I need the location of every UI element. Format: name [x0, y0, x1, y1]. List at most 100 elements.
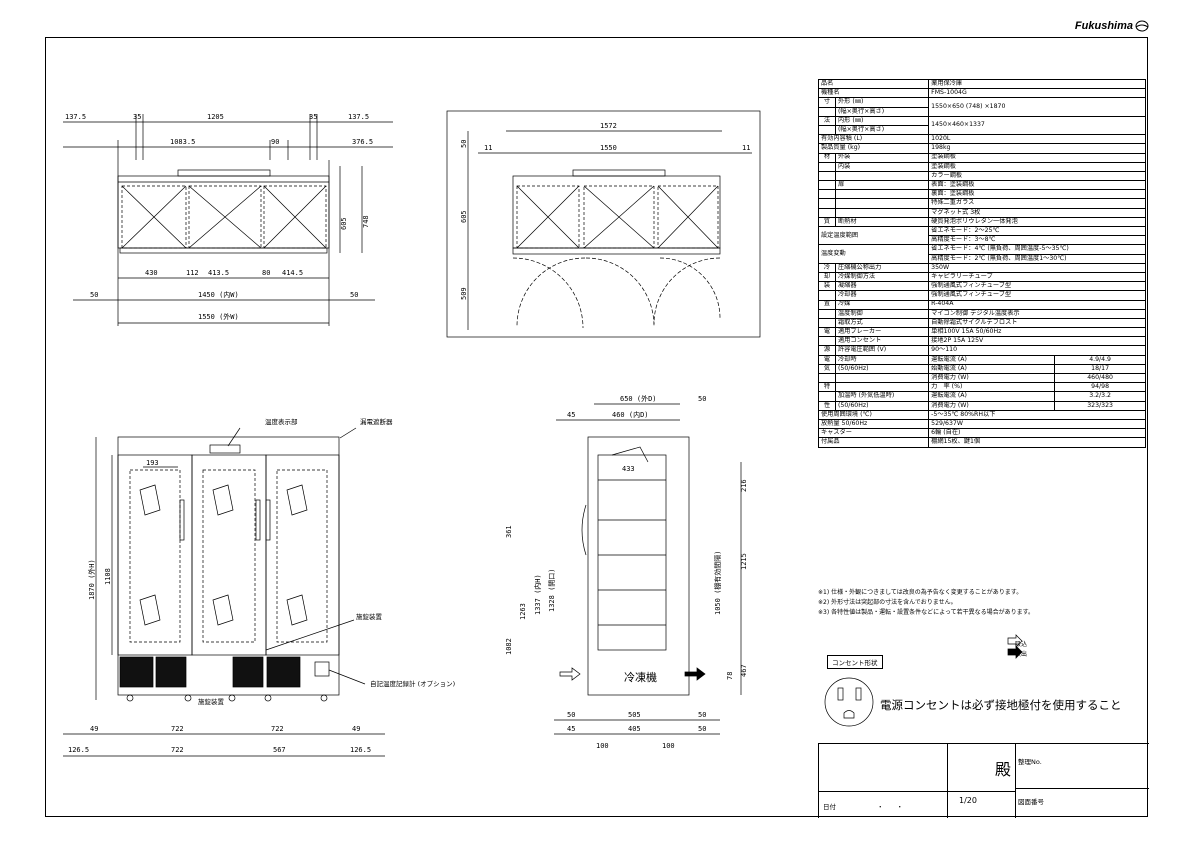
- dim-45-side: 45: [567, 411, 575, 419]
- dim-748: 748: [362, 215, 370, 228]
- dim-126-5-right: 126.5: [350, 746, 371, 754]
- spec-label: 力 率 (%): [928, 382, 1056, 393]
- spec-value: 裏面：塗装鋼板: [928, 189, 1146, 200]
- dim-430: 430: [145, 269, 158, 277]
- spec-label: 却: [818, 271, 836, 283]
- dim-1572: 1572: [600, 122, 617, 130]
- dim-722-1: 722: [171, 725, 184, 733]
- front-view: 温度表示部 漏電遮断器 施錠装置 施錠装置 自記温度記録計 (オプション) 19…: [63, 417, 455, 757]
- spec-value: 接地2P 15A 125V: [928, 336, 1146, 347]
- spec-value: 1450×460×1337: [928, 115, 1146, 136]
- dim-605: 605: [340, 217, 348, 230]
- side-view: 冷凍機 650 (外D) 50 45 460 (内D) 433 216 1215…: [505, 394, 748, 750]
- spec-value: 薬用保冷庫: [928, 78, 1146, 90]
- spec-label: 法: [818, 115, 836, 126]
- spec-value: 自動除霜式サイクルデフロスト: [928, 317, 1146, 329]
- dim-567: 567: [273, 746, 286, 754]
- spec-value: マイコン制御 デジタル温度表示: [928, 308, 1146, 319]
- label-temp-display: 温度表示部: [265, 417, 298, 426]
- customer-suffix: 殿: [995, 760, 1012, 779]
- spec-label: (幅×奥行×高さ): [834, 106, 930, 117]
- notes: ※1) 仕様・外観につきましては改良の為予告なく変更することがあります。 ※2)…: [818, 588, 1034, 618]
- dim-433: 433: [622, 465, 635, 473]
- dim-50-right: 50: [350, 291, 358, 299]
- dim-50-side: 50: [698, 395, 706, 403]
- spec-value: 単相100V 15A 50/60Hz: [928, 327, 1146, 338]
- flow-legend: 吸込 吹出: [1015, 640, 1027, 660]
- spec-label: 扉: [834, 180, 930, 191]
- spec-value: キャピラリーチューブ: [928, 271, 1146, 283]
- drawing-sheet: [45, 37, 1148, 817]
- spec-label: 外形 (㎜): [834, 97, 930, 108]
- spec-label: 加温時 (外気低温時): [834, 391, 930, 402]
- spec-label: 特: [818, 382, 836, 393]
- spec-value: 94/98: [1054, 382, 1146, 393]
- dim-505: 505: [628, 711, 641, 719]
- spec-label: 機種名: [817, 88, 930, 99]
- spec-label: 内装: [834, 161, 930, 172]
- flow-out-label: 吹出: [1015, 651, 1028, 658]
- spec-label: 品名: [817, 78, 930, 90]
- brand-logo: Fukushima: [1075, 20, 1149, 32]
- dim-722-2: 722: [271, 725, 284, 733]
- exhaust-arrow-icon: [1007, 645, 1023, 659]
- dim-1215: 1215: [740, 553, 748, 570]
- date-value: ・ ・: [877, 803, 903, 811]
- dim-35-right: 35: [309, 113, 317, 121]
- spec-value: 高精度モード：3〜8℃: [928, 235, 1146, 246]
- note-2: ※2) 外形寸法は突起部の寸法を含んでおりません。: [818, 599, 957, 606]
- dim-137-5-left: 137.5: [65, 113, 86, 121]
- flow-in-label: 吸込: [1015, 641, 1028, 648]
- brand-mark-icon: [1135, 20, 1149, 32]
- spec-label: 運転電流 (A): [928, 354, 1056, 365]
- socket-icon: [824, 677, 874, 727]
- spec-label: 寸: [818, 97, 836, 108]
- spec-label: 電: [818, 354, 836, 365]
- spec-label: 温度変動: [817, 244, 930, 264]
- spec-value: 3.2/3.2: [1054, 391, 1146, 402]
- spec-value: 6輪 (自在): [928, 428, 1146, 439]
- spec-value: 硬質発泡ポリウレタン一体発泡: [928, 216, 1146, 228]
- spec-label: (50/60Hz): [834, 400, 930, 411]
- date-label: 日付: [823, 803, 836, 811]
- spec-label: 冷却器: [834, 290, 930, 301]
- spec-label: 製品質量 (kg): [817, 143, 930, 154]
- spec-label: 消費電力 (W): [928, 400, 1056, 411]
- spec-value: 強制通風式フィンチューブ型: [928, 281, 1146, 292]
- plan-view-doors: 1572 11 1550 11 50 605 509: [446, 110, 761, 338]
- dim-216: 216: [740, 479, 748, 492]
- spec-value: 198kg: [928, 143, 1146, 154]
- spec-label: 付属品: [817, 437, 930, 448]
- dim-467: 467: [740, 664, 748, 677]
- spec-value: 省エネモード：2〜25℃: [928, 225, 1146, 237]
- spec-label: 質: [818, 216, 836, 228]
- spec-label: 冷媒: [834, 299, 930, 310]
- spec-value: 460/480: [1054, 372, 1146, 384]
- spec-value: 1020L: [928, 134, 1146, 145]
- dim-49-left: 49: [90, 725, 98, 733]
- spec-label: 始動電流 (A): [928, 363, 1056, 375]
- dim-650: 650 (外D): [620, 394, 657, 403]
- spec-label: 温度制御: [834, 308, 930, 319]
- spec-value: 表面：塗装鋼板: [928, 180, 1146, 191]
- spec-label: 置: [818, 299, 836, 310]
- spec-value: FMS-1004G: [928, 88, 1146, 99]
- dim-1082: 1082: [505, 638, 513, 655]
- label-recorder: 自記温度記録計 (オプション): [370, 679, 455, 688]
- spec-value: 529/637W: [928, 418, 1146, 430]
- spec-value: 高精度モード：2℃ (無負荷、周囲温度1〜30℃): [928, 253, 1146, 264]
- spec-label: 装: [818, 281, 836, 292]
- intake-arrow-icon: [1007, 634, 1023, 648]
- dim-50-bottom-right: 50: [698, 711, 706, 719]
- drawing-number-label: 図面番号: [1018, 798, 1044, 806]
- spec-label: 気: [818, 363, 836, 375]
- dim-509: 509: [460, 287, 468, 300]
- spec-label: 冷: [818, 262, 836, 273]
- spec-label: 適用ブレーカー: [834, 327, 930, 338]
- note-3: ※3) 各特性値は製品・運転・設置条件などによって若干異なる場合があります。: [818, 609, 1035, 616]
- brand-name: Fukushima: [1074, 20, 1133, 32]
- dim-1337: 1337 (内H): [533, 574, 542, 615]
- spec-label: 使用周囲環境 (℃): [817, 409, 930, 420]
